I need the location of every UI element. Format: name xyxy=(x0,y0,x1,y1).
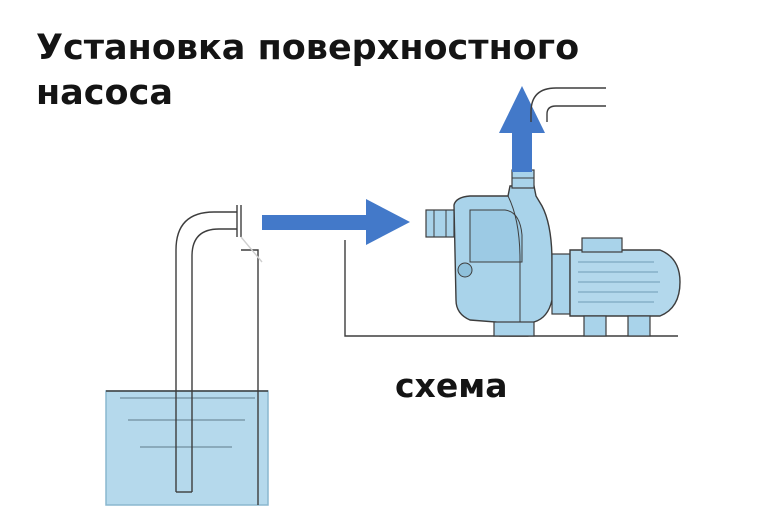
title-line-1: Установка поверхностного xyxy=(36,28,580,68)
discharge-pipe xyxy=(530,87,606,122)
suction-pipe-outer-wall xyxy=(175,211,237,492)
water-body xyxy=(105,390,269,506)
suction-pipe xyxy=(175,205,263,505)
motor-foot xyxy=(627,315,651,337)
motor-body xyxy=(569,249,681,317)
pump-motor xyxy=(551,237,681,337)
motor-terminal-box xyxy=(581,237,623,253)
pump-base xyxy=(344,240,678,337)
scheme-caption: схема xyxy=(395,366,508,405)
motor-flange xyxy=(551,253,571,315)
arrow-right-icon xyxy=(262,199,410,245)
pump-inlet-coupling xyxy=(425,209,455,238)
diagram-title: Установка поверхностного насоса xyxy=(36,26,656,116)
base-plate-outline xyxy=(344,240,678,337)
arrow-up-icon xyxy=(499,86,545,172)
motor-foot xyxy=(583,315,607,337)
discharge-pipe-outer-wall xyxy=(530,87,606,122)
pump-housing xyxy=(453,185,553,337)
pipe-support-edge xyxy=(240,236,263,263)
water-tank xyxy=(105,390,269,506)
suction-pipe-inner-wall xyxy=(191,228,237,492)
pump-outlet-nozzle xyxy=(511,169,535,189)
discharge-pipe-inner-wall xyxy=(546,105,606,122)
title-line-2: насоса xyxy=(36,73,173,113)
pipe-support-post xyxy=(241,249,259,505)
